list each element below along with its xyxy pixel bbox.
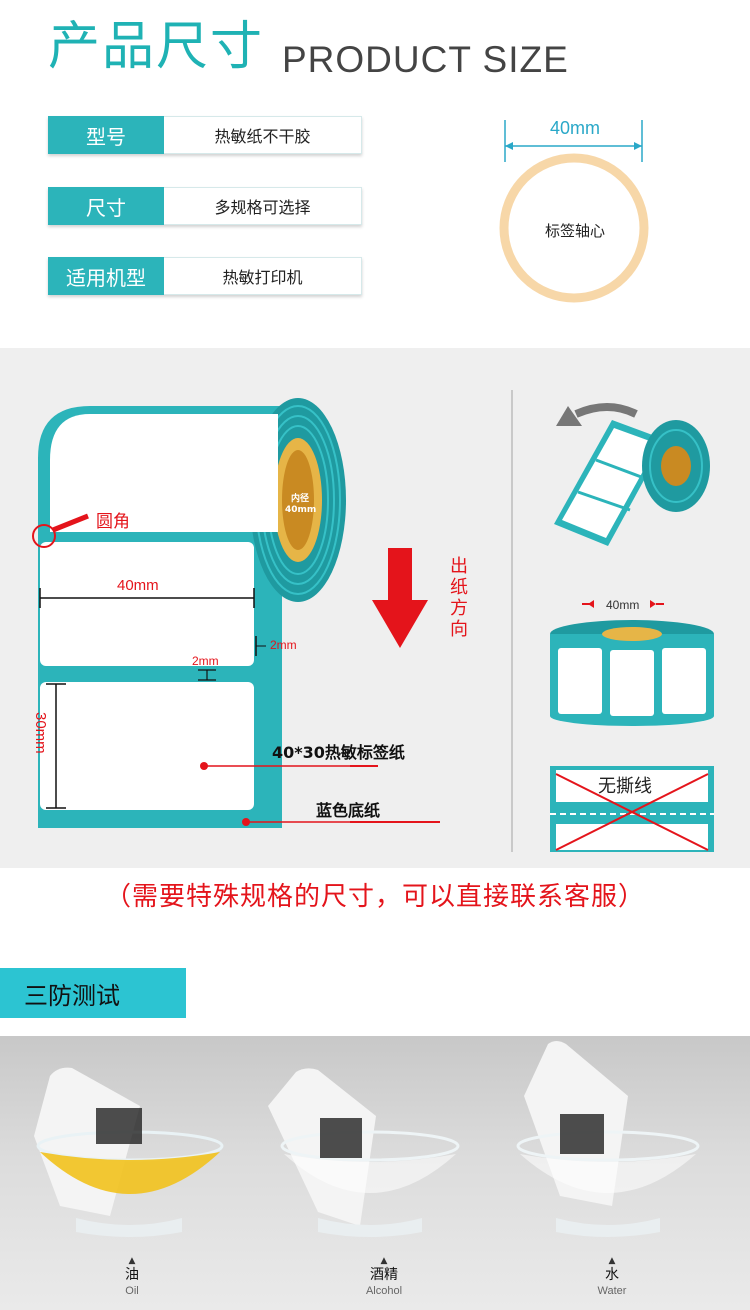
no-tear-label: 无撕线 [598,776,652,797]
no-tear-diagram [550,766,714,852]
spec-value: 热敏纸不干胶 [164,116,362,154]
height-dim-label: 30mm [32,712,49,754]
caption-en: Water [597,1285,627,1297]
spec-row-printer: 适用机型 热敏打印机 [48,257,362,295]
width-dim-label: 40mm [117,577,159,594]
caption-cn: 酒精 [370,1267,398,1283]
inner-diameter-label: 内径 40mm [285,494,317,516]
inner-diameter-line1: 内径 [290,494,309,504]
gap-between-label: 2mm [192,654,219,668]
unroll-roll-icon [554,403,710,546]
gap-right-label: 2mm [270,638,297,652]
test-caption-water: ▲ 水 Water [562,1256,662,1298]
page-title-cn: 产品尺寸 [48,17,265,77]
caption-cn: 油 [125,1267,139,1283]
spec-key: 型号 [48,116,164,154]
spec-row-model: 型号 热敏纸不干胶 [48,116,362,154]
spec-key: 适用机型 [48,257,164,295]
backing-text: 蓝色底纸 [316,801,381,820]
contact-note: （需要特殊规格的尺寸，可以直接联系客服） [104,882,645,912]
spec-value: 多规格可选择 [164,187,362,225]
core-width-label: 40mm [549,118,600,138]
inner-diameter-line2: 40mm [285,505,317,515]
round-corner-label: 圆角 [96,512,130,532]
direction-arrow-icon [372,548,428,648]
bowls-illustration [34,1041,700,1237]
spec-value: 热敏打印机 [164,257,362,295]
divider [511,390,513,852]
core-label: 标签轴心 [544,222,605,240]
spec-key: 尺寸 [48,187,164,225]
label-spec-pointer [350,765,378,767]
direction-label: 出纸方向 [450,556,468,640]
test-caption-alcohol: ▲ 酒精 Alcohol [334,1256,434,1298]
test-section-tab: 三防测试 [0,968,186,1018]
core-diagram [499,120,649,303]
page-title-en: PRODUCT SIZE [282,39,569,80]
roll-side-width-label: 40mm [606,598,640,612]
test-caption-oil: ▲ 油 Oil [82,1256,182,1298]
caption-en: Oil [125,1285,139,1297]
spec-row-size: 尺寸 多规格可选择 [48,187,362,225]
caret-up-icon: ▲ [380,1256,388,1266]
caption-cn: 水 [605,1267,619,1283]
caret-up-icon: ▲ [128,1256,136,1266]
backing-pointer [350,821,440,823]
label-spec-text: 40*30热敏标签纸 [272,743,405,762]
caption-en: Alcohol [365,1285,403,1297]
label-roll-diagram [32,398,350,828]
caret-up-icon: ▲ [608,1256,616,1266]
roll-side-view [550,600,714,726]
